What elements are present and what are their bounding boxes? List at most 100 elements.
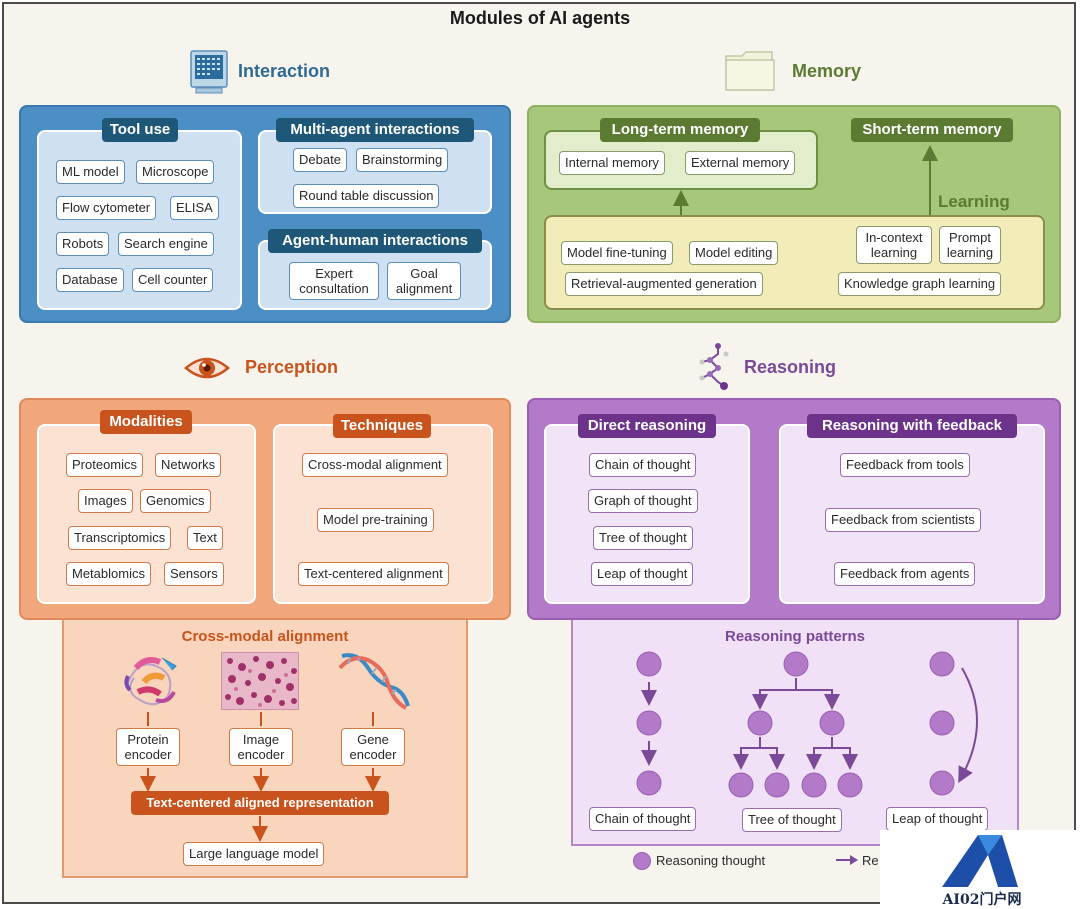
text-centered-representation: Text-centered aligned representation <box>131 791 389 815</box>
interaction-brainstorming: Brainstorming <box>356 148 449 172</box>
pattern-chain-of-thought: Chain of thought <box>589 807 697 831</box>
diagram-title: Modules of AI agents <box>449 8 631 28</box>
leap-node-2 <box>929 710 955 736</box>
interaction-round-table: Round table discussion <box>293 184 440 208</box>
tool-flow-cytometer: Flow cytometer <box>56 196 157 220</box>
feedback-from-tools: Feedback from tools <box>840 453 970 477</box>
technique-pretraining: Model pre-training <box>317 508 434 532</box>
tool-use-header: Tool use <box>102 118 178 142</box>
tree-arrow-ll <box>733 737 761 770</box>
modality-networks: Networks <box>155 453 222 477</box>
feedback-from-agents: Feedback from agents <box>834 562 976 586</box>
memory-external: External memory <box>685 151 796 175</box>
perception-label: Perception <box>245 357 339 377</box>
modality-sensors: Sensors <box>164 562 224 586</box>
interaction-expert-consultation: Expert consultation <box>289 262 379 300</box>
leap-node-3 <box>929 770 955 796</box>
cell-image-icon <box>221 652 299 710</box>
modality-proteomics: Proteomics <box>66 453 144 477</box>
memory-internal: Internal memory <box>559 151 665 175</box>
tool-database: Database <box>56 268 124 292</box>
tree-mid-node-left <box>747 710 773 736</box>
short-term-memory-header: Short-term memory <box>851 118 1013 142</box>
modalities-header: Modalities <box>100 410 192 434</box>
protein-structure-icon <box>116 648 190 712</box>
tree-leaf-1 <box>728 772 754 798</box>
dna-helix-icon <box>338 648 410 712</box>
folder-icon <box>724 50 776 92</box>
cross-modal-title: Cross-modal alignment <box>181 628 349 645</box>
chain-node-1 <box>636 651 662 677</box>
chain-node-3 <box>636 770 662 796</box>
legend-step-arrow <box>836 854 860 866</box>
tool-search-engine: Search engine <box>118 232 214 256</box>
tree-mid-node-right <box>819 710 845 736</box>
tool-robots: Robots <box>56 232 110 256</box>
interaction-debate: Debate <box>293 148 347 172</box>
large-language-model: Large language model <box>183 842 325 866</box>
modality-transcriptomics: Transcriptomics <box>68 526 172 550</box>
multi-agent-header: Multi-agent interactions <box>276 118 474 142</box>
interaction-label: Interaction <box>238 61 331 81</box>
tree-root-node <box>783 651 809 677</box>
tree-arrow-lr <box>760 747 785 770</box>
reasoning-tree-icon <box>694 342 734 392</box>
tree-arrow-left <box>752 678 797 710</box>
tree-leaf-2 <box>764 772 790 798</box>
leap-arrow <box>958 667 978 784</box>
learning-knowledge-graph: Knowledge graph learning <box>838 272 1002 296</box>
legend-thought-marker <box>633 852 651 870</box>
eye-icon <box>184 354 230 382</box>
learning-rag: Retrieval-augmented generation <box>565 272 763 296</box>
watermark-text: AI02门户网 <box>942 892 1022 908</box>
reasoning-patterns-title: Reasoning patterns <box>724 628 866 645</box>
legend-step-label: Re <box>862 853 879 868</box>
learning-prompt: Prompt learning <box>939 226 1001 264</box>
direct-tree-of-thought: Tree of thought <box>593 526 693 550</box>
leap-node-1 <box>929 651 955 677</box>
tree-leaf-3 <box>801 772 827 798</box>
memory-label: Memory <box>792 61 862 81</box>
gene-encoder: Gene encoder <box>341 728 405 766</box>
protein-encoder: Protein encoder <box>116 728 180 766</box>
tree-arrow-rr <box>832 747 858 770</box>
watermark-logo-icon <box>938 833 1022 889</box>
modality-images: Images <box>78 489 133 513</box>
tree-leaf-4 <box>837 772 863 798</box>
technique-cross-modal: Cross-modal alignment <box>302 453 448 477</box>
modality-metablomics: Metablomics <box>66 562 151 586</box>
direct-leap-of-thought: Leap of thought <box>591 562 694 586</box>
agent-human-header: Agent-human interactions <box>268 229 482 253</box>
leap-of-thought-pattern <box>929 651 978 796</box>
tool-microscope: Microscope <box>136 160 215 184</box>
techniques-header: Techniques <box>333 414 431 438</box>
feedback-from-scientists: Feedback from scientists <box>825 508 981 532</box>
tool-elisa: ELISA <box>170 196 219 220</box>
tree-arrow-right <box>796 689 840 710</box>
modality-text: Text <box>187 526 223 550</box>
learning-fine-tuning: Model fine-tuning <box>561 241 673 265</box>
legend-thought-label: Reasoning thought <box>656 853 766 868</box>
learning-model-editing: Model editing <box>689 241 779 265</box>
chain-node-2 <box>636 710 662 736</box>
learning-in-context: In-context learning <box>856 226 932 264</box>
tree-of-thought-pattern <box>728 651 863 798</box>
modality-genomics: Genomics <box>140 489 211 513</box>
reasoning-label: Reasoning <box>744 357 837 377</box>
direct-chain-of-thought: Chain of thought <box>589 453 697 477</box>
direct-graph-of-thought: Graph of thought <box>588 489 698 513</box>
pattern-tree-of-thought: Tree of thought <box>742 808 842 832</box>
long-term-memory-header: Long-term memory <box>600 118 760 142</box>
interaction-goal-alignment: Goal alignment <box>387 262 461 300</box>
computer-icon <box>190 50 228 94</box>
chain-of-thought-pattern <box>636 651 662 796</box>
image-encoder: Image encoder <box>229 728 293 766</box>
tree-arrow-rl <box>806 737 833 770</box>
tool-cell-counter: Cell counter <box>132 268 214 292</box>
direct-reasoning-header: Direct reasoning <box>578 414 716 438</box>
feedback-reasoning-header: Reasoning with feedback <box>807 414 1017 438</box>
tool-ml-model: ML model <box>56 160 125 184</box>
learning-label: Learning <box>938 192 1010 211</box>
